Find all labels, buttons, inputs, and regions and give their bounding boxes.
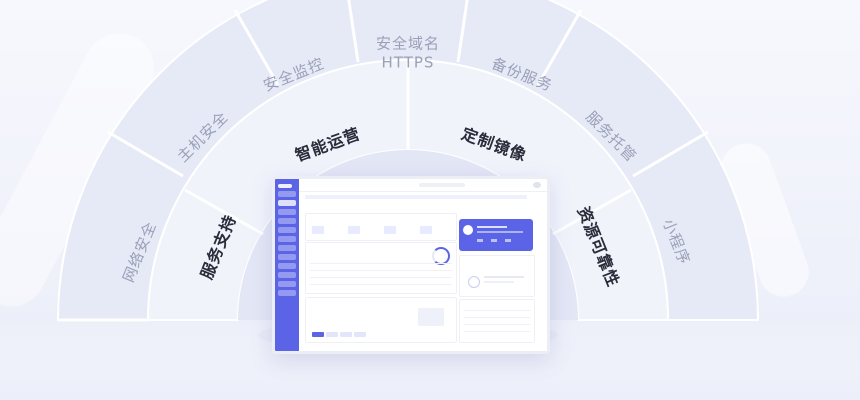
- decor-pill-left: [0, 33, 154, 307]
- inner-dividers: [184, 62, 632, 236]
- overview-card: [305, 213, 457, 241]
- notice-list-card: [459, 299, 535, 343]
- dashboard-screenshot: [272, 176, 550, 354]
- dashboard-topbar: [299, 179, 547, 192]
- profile-card: [459, 219, 533, 251]
- outer-dividers: [58, 0, 709, 322]
- decor-pill-right: [721, 143, 809, 297]
- monitor-card: [459, 255, 535, 297]
- resource-table: [305, 242, 457, 294]
- arc-label-security-domain: 安全域名 HTTPS: [375, 34, 441, 71]
- quick-entry-card: [305, 297, 457, 343]
- dashboard-sidebar: [275, 179, 299, 351]
